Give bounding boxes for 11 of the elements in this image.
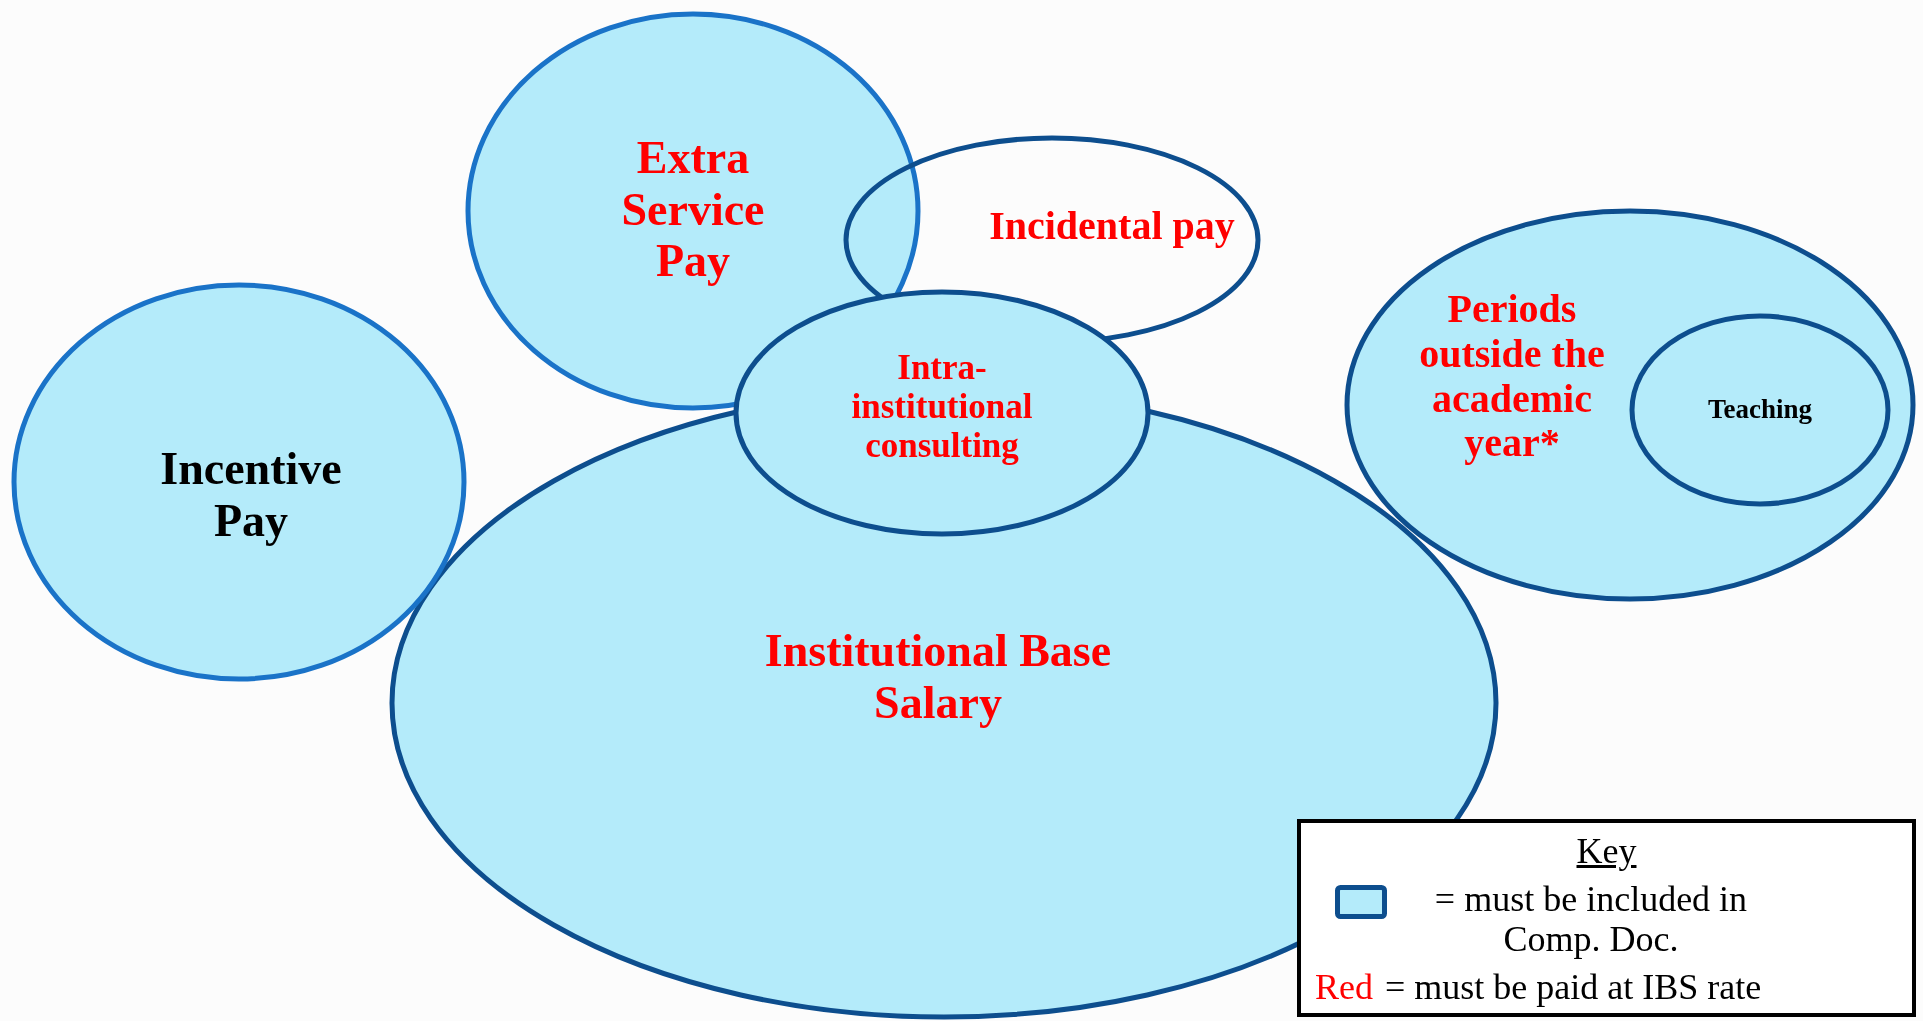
ellipse-label: Teaching xyxy=(1706,394,1813,425)
ellipse-label: Periods outside the academic year* xyxy=(1418,287,1606,467)
ellipse-label: Incidental pay xyxy=(988,204,1236,249)
ellipse-label: Intra-institutional consulting xyxy=(850,348,1034,466)
key-note-word: Red xyxy=(1315,967,1373,1007)
legend-text: = must be included in Comp. Doc. xyxy=(1433,879,1749,959)
ellipse-label: Incentive Pay xyxy=(159,443,343,547)
key-title: Key xyxy=(1575,831,1638,871)
key-note: = must be paid at IBS rate xyxy=(1385,967,1762,1007)
ellipse-label: Institutional Base Salary xyxy=(763,625,1113,729)
ellipse-label: Extra Service Pay xyxy=(620,132,766,287)
